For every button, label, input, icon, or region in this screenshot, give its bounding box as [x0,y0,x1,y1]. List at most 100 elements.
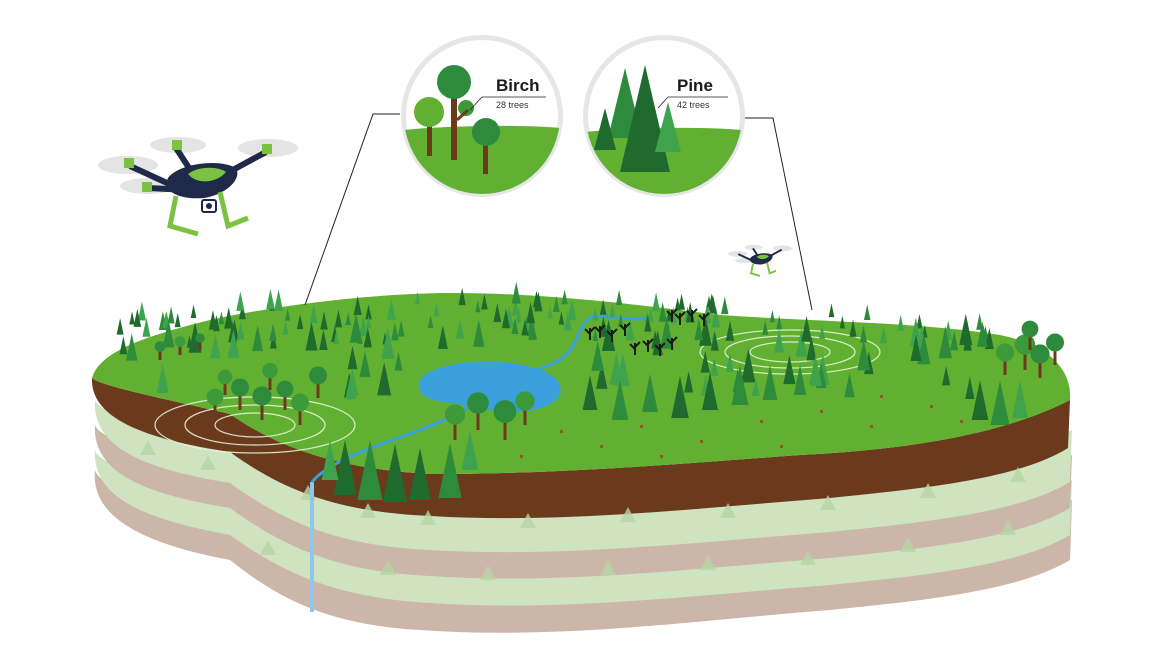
conifer-tree [511,281,521,304]
conifer-tree [849,319,857,337]
conifer-tree [774,329,785,353]
conifer-tree [709,294,717,314]
conifer-tree [319,329,328,350]
conifer-tree [137,301,146,321]
deciduous-tree [515,391,535,425]
conifer-tree [976,313,984,330]
conifer-tree [333,330,340,345]
deciduous-tree [262,362,278,390]
conifer-tree [359,350,371,378]
conifer-tree [694,318,704,341]
conifer-tree [950,330,959,351]
dead-tree [642,338,654,352]
conifer-tree [333,440,357,495]
conifer-tree [381,327,395,359]
birch-leader-line [304,113,400,306]
birch-title: Birch [496,76,539,95]
conifer-tree [674,297,681,311]
conifer-tree [116,318,124,335]
conifer-tree [731,365,749,405]
dead-tree [619,322,631,336]
conifer-tree [397,320,405,337]
conifer-tree [414,291,421,305]
conifer-tree [839,315,846,329]
conifer-tree [365,315,372,329]
conifer-tree [321,440,339,480]
conifer-tree [808,355,822,386]
conifer-tree [971,380,989,420]
callout-leader-lines [304,113,813,311]
conifer-tree [534,291,543,312]
conifer-tree [828,303,835,318]
conifer-tree [188,321,202,353]
conifer-tree [347,345,358,370]
conifer-tree [190,304,197,319]
conifer-tree [879,325,888,344]
conifer-tree [167,306,175,324]
conifer-tree [563,310,573,331]
conifer-tree [658,302,667,322]
conifer-tree [793,365,807,395]
conifer-tree [142,317,151,337]
conifer-tree [334,309,343,328]
deciduous-tree [276,380,294,410]
conifer-tree [208,310,218,330]
conifer-tree [552,295,560,312]
conifer-tree [582,375,598,410]
stratum-middle-tan [94,425,1073,579]
conifer-tree [963,330,972,351]
conifer-tree [427,315,434,328]
conifer-tree [666,308,672,322]
conifer-tree [652,292,661,312]
conifer-tree [386,298,396,320]
conifer-tree [591,340,605,371]
conifer-tree [625,318,635,341]
conifer-tree [156,364,169,394]
conifer-tree [521,319,529,336]
conifer-tree [721,296,729,315]
conifer-tree [285,308,291,321]
conifer-tree [282,320,289,335]
conifer-tree [493,303,502,323]
conifer-tree [741,348,756,383]
pine-callout: Pine 42 trees [583,35,745,197]
conifer-tree [819,324,826,339]
conifer-tree-icon [594,65,681,172]
conifer-tree [710,331,719,351]
conifer-tree [296,313,304,330]
conifer-tree [252,325,264,352]
deciduous-tree [1046,333,1064,365]
conifer-tree [938,326,953,359]
conifer-tree [700,350,710,373]
conifer-tree [458,287,466,306]
conifer-tree [238,302,246,320]
conifer-tree [236,321,245,340]
conifer-tree [609,352,624,386]
stratum-ghost-trees [140,440,1026,580]
conifer-tree [592,328,598,342]
conifer-tree [394,351,403,371]
conifer-tree [266,288,275,310]
conifer-tree [897,314,905,331]
deciduous-tree [206,388,224,418]
conifer-tree [909,317,922,348]
conifer-tree [320,311,328,330]
conifer-tree [751,377,760,396]
deciduous-tree [996,343,1014,375]
conifer-tree [599,299,607,315]
conifer-tree [227,329,240,358]
conifer-tree [857,339,871,371]
conifer-tree [162,311,170,328]
deciduous-tree [493,400,517,440]
conifer-tree [684,370,694,393]
drone-icon [728,244,792,277]
conifer-tree [976,321,988,347]
conifer-tree [990,380,1010,425]
conifer-tree [433,303,440,317]
deciduous-tree [195,333,205,350]
conifer-tree [844,372,855,398]
dead-tree [686,308,698,322]
conifer-tree [377,362,392,396]
conifer-tree [363,327,372,348]
conifer-tree [391,322,399,341]
